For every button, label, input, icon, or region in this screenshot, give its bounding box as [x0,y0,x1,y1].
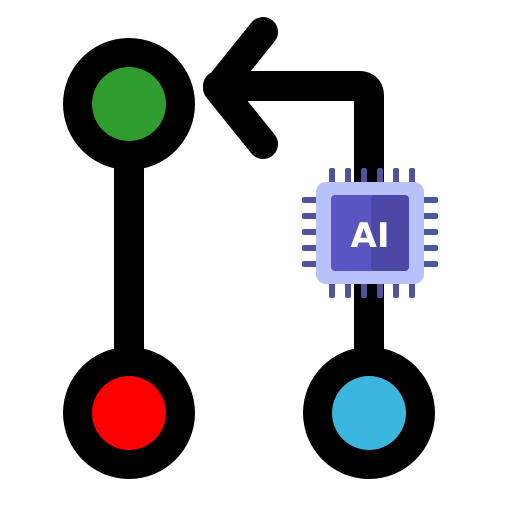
chip-pin [422,229,438,235]
bottom-left-node [92,376,166,450]
chip-body-shade [371,195,409,271]
chip-pin [422,197,438,203]
ai-chip-icon: AI [302,168,438,298]
merge-path [203,71,384,427]
chip-pin [345,282,351,298]
chip-pin [422,213,438,219]
chip-pin [361,282,367,298]
chip-pin [329,168,335,184]
chip-pin [329,282,335,298]
chip-pins [302,168,438,298]
chip-pin [302,261,318,267]
chip-pin [422,261,438,267]
top-node [92,67,166,141]
chip-pin [302,213,318,219]
chip-pin [361,168,367,184]
chip-pin [302,245,318,251]
bottom-right-node [332,376,406,450]
chip-label: AI [351,216,390,256]
chip-pin [409,168,415,184]
chip-pin [302,197,318,203]
chip-pin [302,229,318,235]
chip-pin [422,245,438,251]
chip-body [331,195,409,271]
chip-pin [393,168,399,184]
chip-pin [377,282,383,298]
chip-pin [377,168,383,184]
arrow-head-icon [203,17,278,159]
chip-pin [393,282,399,298]
chip-pin [345,168,351,184]
chip-pin [409,282,415,298]
